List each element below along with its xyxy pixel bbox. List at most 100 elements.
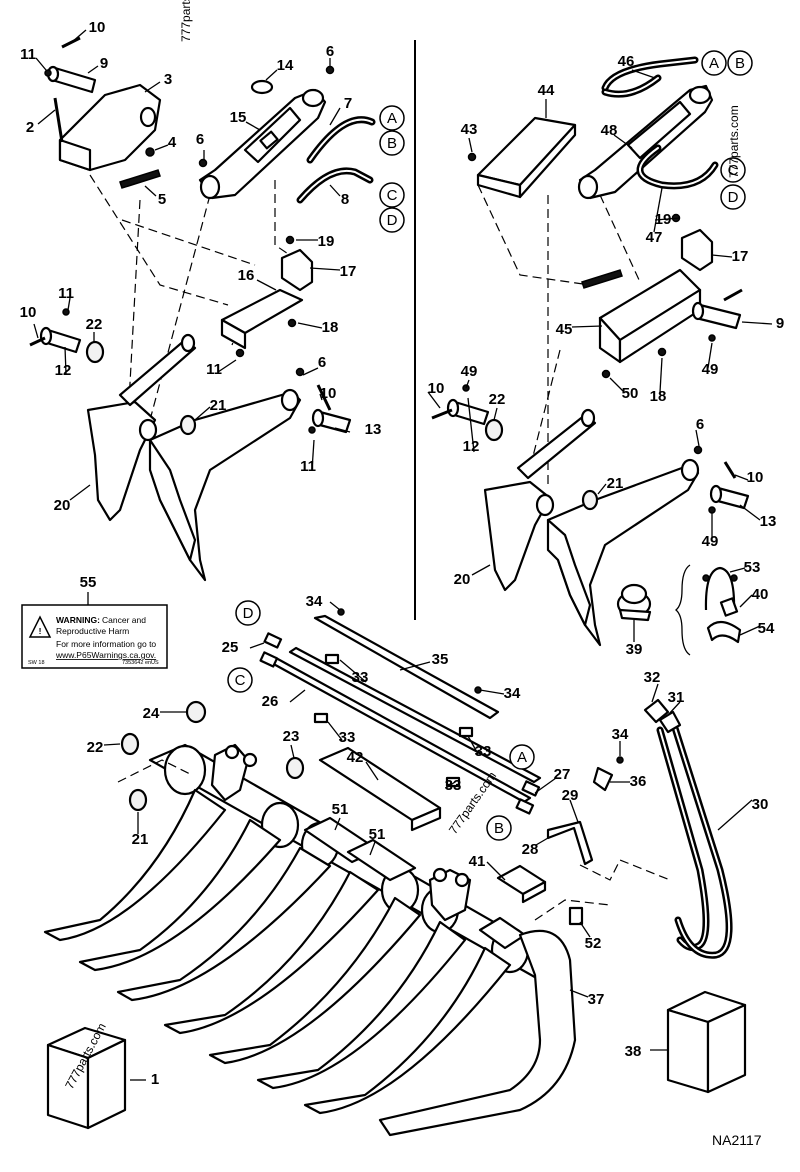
warning-line-2: Reproductive Harm bbox=[56, 626, 129, 636]
part-number-label: 11 bbox=[206, 361, 222, 378]
leader-line bbox=[311, 439, 315, 471]
part-number-label: 32 bbox=[644, 669, 661, 686]
part-number-label: 11 bbox=[300, 458, 316, 475]
part-number-label: 24 bbox=[143, 705, 160, 722]
part-number-label: 1 bbox=[151, 1071, 159, 1088]
leader-line bbox=[329, 601, 341, 611]
perforated-plate-part bbox=[318, 746, 442, 832]
part-number-label: 22 bbox=[86, 316, 103, 333]
leader-line bbox=[651, 683, 659, 703]
connector-marker: A bbox=[379, 105, 405, 131]
leader-line bbox=[739, 504, 761, 521]
leader-line bbox=[493, 407, 498, 421]
leader-line bbox=[37, 109, 56, 125]
connector-letter: A bbox=[517, 749, 527, 766]
connector-marker: B bbox=[379, 130, 405, 156]
leader-line bbox=[334, 817, 341, 831]
leader-line bbox=[486, 861, 506, 881]
leader-line bbox=[613, 134, 633, 149]
leader-line bbox=[631, 69, 656, 79]
tube-part bbox=[313, 614, 500, 720]
leader-line bbox=[249, 642, 265, 649]
part-number-label: 35 bbox=[432, 651, 449, 668]
part-number-label: 47 bbox=[646, 229, 663, 246]
part-number-label: 21 bbox=[210, 397, 227, 414]
connector-letter: C bbox=[387, 187, 398, 204]
part-number-label: 33 bbox=[445, 777, 462, 794]
connector-marker: A bbox=[701, 50, 727, 76]
part-number-label: 11 bbox=[20, 46, 36, 63]
hose-clamp-parts bbox=[616, 564, 742, 656]
part-number-label: 10 bbox=[320, 385, 337, 402]
grapple-frame-right bbox=[483, 408, 700, 647]
warning-heading: WARNING: bbox=[56, 615, 100, 625]
part-number-label: 18 bbox=[650, 388, 667, 405]
cylinder-part-right bbox=[577, 84, 714, 200]
part-number-label: 10 bbox=[428, 380, 445, 397]
leader-line bbox=[707, 342, 713, 369]
cylinder-part bbox=[198, 88, 327, 200]
part-number-label: 20 bbox=[54, 497, 71, 514]
part-number-label: 41 bbox=[469, 853, 486, 870]
warning-line-1: Cancer and bbox=[102, 615, 146, 625]
leader-line bbox=[334, 427, 351, 433]
part-number-label: 21 bbox=[132, 831, 149, 848]
leader-line bbox=[289, 689, 306, 703]
leader-line bbox=[319, 393, 323, 401]
kit-box-right bbox=[666, 990, 747, 1094]
leader-line bbox=[427, 391, 441, 409]
part-number-label: 26 bbox=[262, 693, 279, 710]
connector-marker: B bbox=[486, 815, 512, 841]
part-number-label: 33 bbox=[339, 729, 356, 746]
leader-line bbox=[64, 346, 67, 375]
part-number-label: 6 bbox=[696, 416, 704, 433]
leader-line bbox=[290, 744, 295, 759]
part-number-label: 34 bbox=[612, 726, 629, 743]
connector-letter: D bbox=[728, 189, 739, 206]
part-number-label: 21 bbox=[607, 475, 624, 492]
connector-letter: B bbox=[735, 55, 745, 72]
part-number-label: 22 bbox=[489, 391, 506, 408]
connector-letter: B bbox=[387, 135, 397, 152]
leader-line bbox=[256, 279, 277, 291]
connector-marker: B bbox=[727, 50, 753, 76]
leader-line bbox=[734, 474, 749, 481]
leader-line bbox=[87, 65, 99, 74]
connector-letter: D bbox=[243, 605, 254, 622]
part-number-label: 11 bbox=[58, 285, 74, 302]
part-number-label: 12 bbox=[463, 438, 480, 455]
part-number-label: 6 bbox=[318, 354, 326, 371]
part-number-label: 25 bbox=[222, 639, 239, 656]
leader-line bbox=[329, 107, 341, 126]
part-number-label: 45 bbox=[556, 321, 573, 338]
leader-line bbox=[467, 397, 475, 453]
leader-line bbox=[33, 323, 39, 339]
connector-letter: A bbox=[709, 55, 719, 72]
leader-line bbox=[654, 217, 681, 221]
leader-line bbox=[569, 799, 579, 823]
part-number-label: 4 bbox=[168, 134, 177, 151]
connector-marker: C bbox=[379, 182, 405, 208]
part-number-label: 37 bbox=[588, 991, 605, 1008]
leader-line bbox=[445, 781, 456, 789]
leader-line bbox=[653, 187, 663, 233]
part-number-label: 49 bbox=[702, 361, 719, 378]
warning-url: www.P65Warnings.ca.gov. bbox=[55, 650, 156, 660]
leader-line bbox=[327, 721, 343, 741]
part-number-label: 8 bbox=[341, 191, 349, 208]
leader-line bbox=[144, 81, 161, 93]
leader-line bbox=[309, 267, 341, 271]
part-number-label: 7 bbox=[344, 95, 352, 112]
part-number-label: 51 bbox=[369, 826, 386, 843]
part-number-label: 52 bbox=[585, 935, 602, 952]
leader-line bbox=[154, 144, 169, 151]
part-number-label: 17 bbox=[732, 248, 749, 265]
oring-part bbox=[250, 79, 274, 95]
leader-line bbox=[569, 989, 589, 998]
leader-line bbox=[579, 921, 591, 938]
leader-line bbox=[399, 661, 431, 671]
part-number-label: 49 bbox=[461, 363, 478, 380]
leader-line bbox=[465, 379, 470, 389]
